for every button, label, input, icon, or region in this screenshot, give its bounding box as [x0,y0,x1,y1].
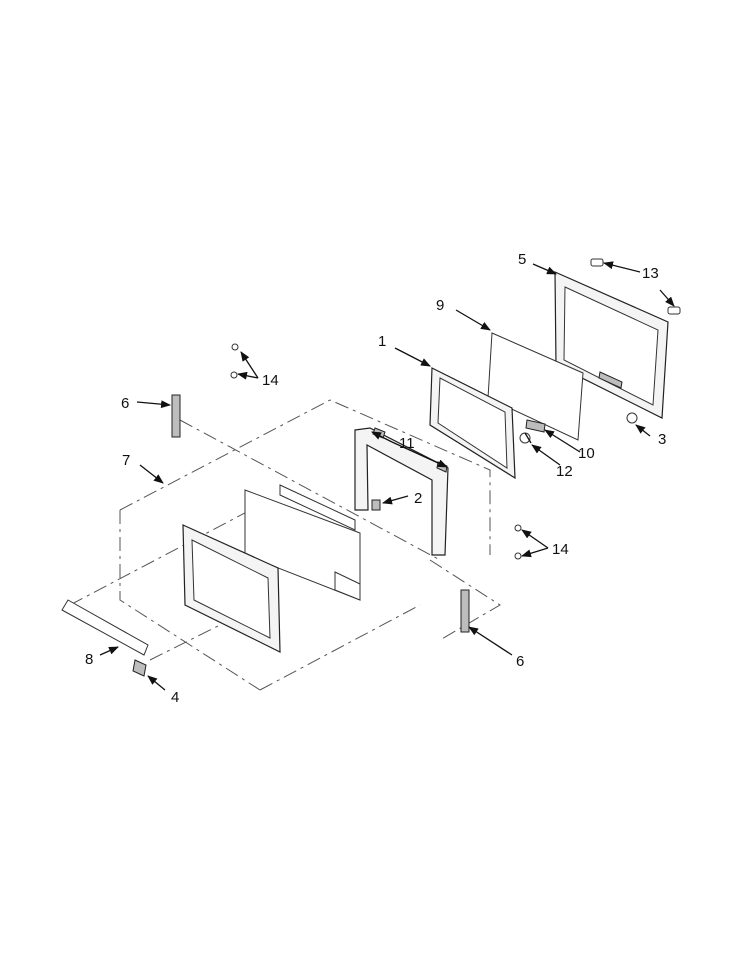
leader-lines [99,261,675,691]
callout-12: 12 [556,463,573,480]
callout-6b: 6 [516,653,524,670]
callout-3: 3 [658,431,666,448]
callout-13: 13 [642,265,659,282]
glass-panel[interactable] [487,332,584,441]
door-handle[interactable] [61,599,149,656]
glass-bracket[interactable] [525,419,546,433]
door-hinge-left[interactable] [171,394,181,438]
callout-2: 2 [414,490,422,507]
callout-6a: 6 [121,395,129,412]
hinge-screws-lower[interactable] [514,524,522,560]
callout-4: 4 [171,689,179,706]
callout-14b: 14 [552,541,569,558]
hinge-screws-upper[interactable] [230,343,239,379]
rear-door-frame[interactable] [554,271,669,419]
callout-1: 1 [378,333,386,350]
door-clip[interactable] [371,499,381,511]
callout-9: 9 [436,297,444,314]
side-screw[interactable] [626,412,638,424]
door-hinge-right[interactable] [460,589,470,633]
inner-door-panel[interactable] [244,484,361,601]
callout-5: 5 [518,251,526,268]
handle-clip[interactable] [132,659,147,677]
callout-8: 8 [85,651,93,668]
inner-glass-frame[interactable] [429,367,516,480]
callout-11: 11 [399,435,415,452]
callout-10: 10 [578,445,595,462]
top-screws[interactable] [590,258,681,315]
callout-14a: 14 [262,372,279,389]
outer-door-panel[interactable] [182,524,281,653]
callout-7: 7 [122,452,130,469]
frame-screw[interactable] [519,432,532,444]
